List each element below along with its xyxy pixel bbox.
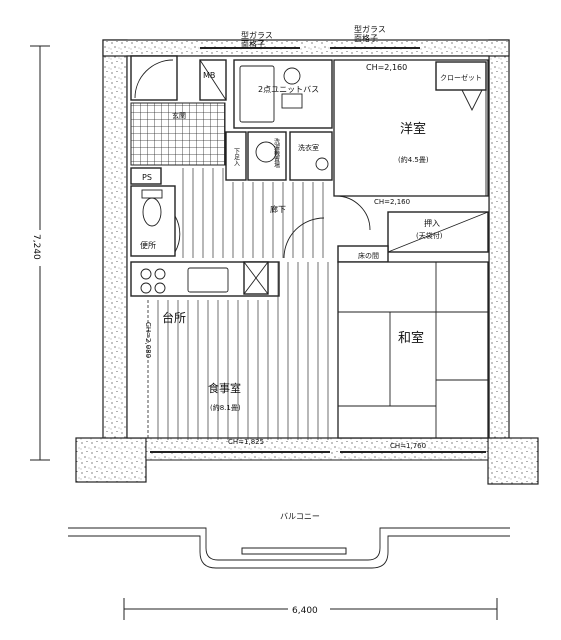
bathtub	[239, 65, 275, 123]
closet-door	[461, 89, 483, 112]
toilet-door-swing	[174, 215, 181, 253]
balcony-label: バルコニー	[280, 512, 320, 521]
ch-bottom-right-label: CH=1,760	[390, 442, 426, 450]
dressing-label: 洗衣室	[298, 143, 319, 152]
toilet-bath	[283, 67, 301, 85]
bottom-wall-right	[487, 437, 539, 485]
mb-label: MB	[203, 71, 215, 80]
burner-2	[154, 268, 166, 280]
entrance-floor	[130, 102, 226, 166]
western-door-swing	[335, 195, 371, 231]
western-size-label: (約4.5畳)	[398, 155, 429, 164]
top-window-right-label-1: 型ガラス	[354, 24, 386, 34]
corridor-label: 廊下	[270, 204, 286, 214]
meter-box-diag	[199, 59, 227, 101]
balcony-outline	[68, 527, 510, 561]
left-wall	[102, 39, 128, 443]
ps-box	[130, 167, 162, 185]
balcony-outline-inner	[68, 535, 510, 569]
sink-bath	[281, 93, 303, 109]
ch-mid-label: CH=2,160	[374, 198, 410, 206]
shoe-storage	[225, 131, 247, 181]
dim-height-label-bg	[32, 230, 48, 266]
ch-kitchen-label: CH=2,080	[144, 322, 152, 358]
toilet-label: 便所	[140, 240, 156, 250]
unit-bath-label: 2点ユニットバス	[258, 85, 319, 94]
japanese-room-label: 和室	[398, 330, 424, 346]
western-room-label: 洋室	[400, 121, 426, 137]
tokonoma-label: 床の間	[358, 251, 379, 260]
top-window-left-label-1: 型ガラス	[241, 30, 273, 40]
oshiire-diag	[387, 211, 489, 253]
closet-label: クローゼット	[440, 73, 482, 82]
storage-label: 下足入	[233, 148, 240, 166]
entrance-label: 玄関	[172, 111, 186, 120]
oshiire-label: 押入	[424, 218, 440, 228]
dining-label: 食事室	[208, 381, 241, 395]
dim-width-label-bg	[288, 601, 330, 617]
corridor-door-swing	[283, 217, 325, 259]
dim-height-label: 7,240	[31, 234, 41, 260]
entrance-door-swing	[134, 59, 174, 99]
kitchen-sink	[187, 267, 229, 293]
top-window-right-label-2: 面格子	[354, 33, 378, 43]
japanese-room	[337, 261, 489, 439]
kitchen-label: 台所	[162, 310, 186, 325]
ps-label: PS	[142, 173, 152, 182]
oshiire-sub-label: (天袋付)	[416, 231, 443, 240]
burner-1	[140, 268, 152, 280]
dim-width-label: 6,400	[292, 606, 318, 616]
dressing-area	[289, 131, 333, 181]
top-wall	[102, 39, 510, 57]
bottom-wall-left	[75, 437, 147, 483]
washing-area	[247, 131, 287, 181]
right-wall	[488, 39, 510, 443]
washing-machine-label: 洗濯機置場	[273, 137, 280, 169]
top-window-left-label-2: 面格子	[241, 39, 265, 49]
ch-western-top-label: CH=2,160	[366, 63, 407, 72]
bottom-wall-mid	[145, 437, 489, 461]
ch-bottom-left-label: CH=1,825	[228, 438, 264, 446]
balcony-drain	[241, 547, 347, 555]
entrance-door-frame	[130, 55, 178, 101]
dining-size-label: (約8.1畳)	[210, 403, 241, 412]
dressing-sink	[315, 157, 329, 171]
dining-floor	[157, 262, 329, 440]
burner-3	[140, 282, 152, 294]
closet-box	[435, 61, 487, 91]
burner-4	[154, 282, 166, 294]
corridor-floor	[182, 168, 324, 258]
fridge-diag-2	[243, 261, 269, 295]
toilet-tank	[141, 189, 163, 199]
washer	[255, 141, 277, 163]
